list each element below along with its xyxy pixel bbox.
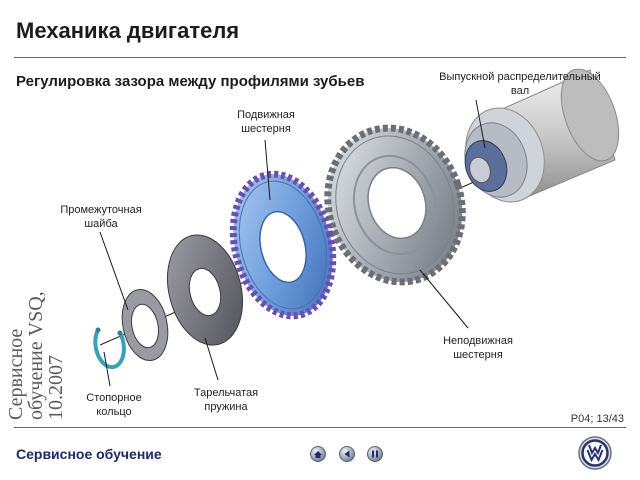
camshaft-part [464,68,620,203]
camshaft-label-line-1: Выпускной распределительный [439,71,601,83]
header-divider [14,57,626,58]
ring-label-line-2: кольцо [96,406,132,418]
movable-gear-label-line-1: Подвижная [237,109,295,121]
watermark-line-2: обучение VSQ, [25,291,47,420]
watermark-line-1: Сервисное [5,328,27,420]
fixed-gear-label-line-2: шестерня [453,349,503,361]
spring-label-line-1: Тарельчатая [193,387,259,399]
ring-leader [103,351,111,387]
snap-ring-part [93,327,126,370]
fixed-gear-label: Неподвижная шестерня [428,334,528,362]
volkswagen-logo-icon [578,436,612,470]
washer-part [121,288,169,362]
footer-divider [14,427,626,428]
ring-label: Стопорное кольцо [66,391,162,419]
page-title: Механика двигателя [16,18,240,43]
spring-label: Тарельчатая пружина [176,386,276,414]
spring-label-line-2: пружина [204,401,248,413]
gear-assembly-diagram [93,68,620,387]
washer-label-line-2: шайба [84,218,118,230]
movable-gear-label-line-2: шестерня [241,123,291,135]
pause-icon [372,450,378,458]
washer-label-line-1: Промежуточная [60,204,142,216]
previous-button[interactable] [339,446,355,462]
spring-leader [204,337,219,381]
watermark: Сервисное обучение VSQ, 10.2007 [5,291,67,420]
ring-label-line-1: Стопорное [86,392,142,404]
footer-text: Сервисное обучение [16,446,162,462]
fixed-gear-part [324,124,466,286]
leader-lines [99,99,486,387]
page-subtitle: Регулировка зазора между профилями зубье… [16,73,365,90]
movable-gear-part [229,170,337,320]
camshaft-label-line-2: вал [510,85,530,97]
page-number: P04; 13/43 [570,413,624,425]
home-icon [314,451,322,458]
camshaft-label: Выпускной распределительный вал [417,70,623,98]
fixed-gear-label-line-1: Неподвижная [443,335,513,347]
movable-gear-leader [264,139,271,201]
washer-label: Промежуточная шайба [46,203,156,231]
home-button[interactable] [310,446,326,462]
pause-button[interactable] [367,446,383,462]
movable-gear-label: Подвижная шестерня [216,108,316,136]
camshaft-leader [475,99,486,149]
watermark-line-3: 10.2007 [45,355,67,420]
washer-leader [99,231,129,311]
fixed-gear-leader [419,269,469,329]
disc-spring-part [167,234,243,346]
previous-icon [344,450,350,458]
